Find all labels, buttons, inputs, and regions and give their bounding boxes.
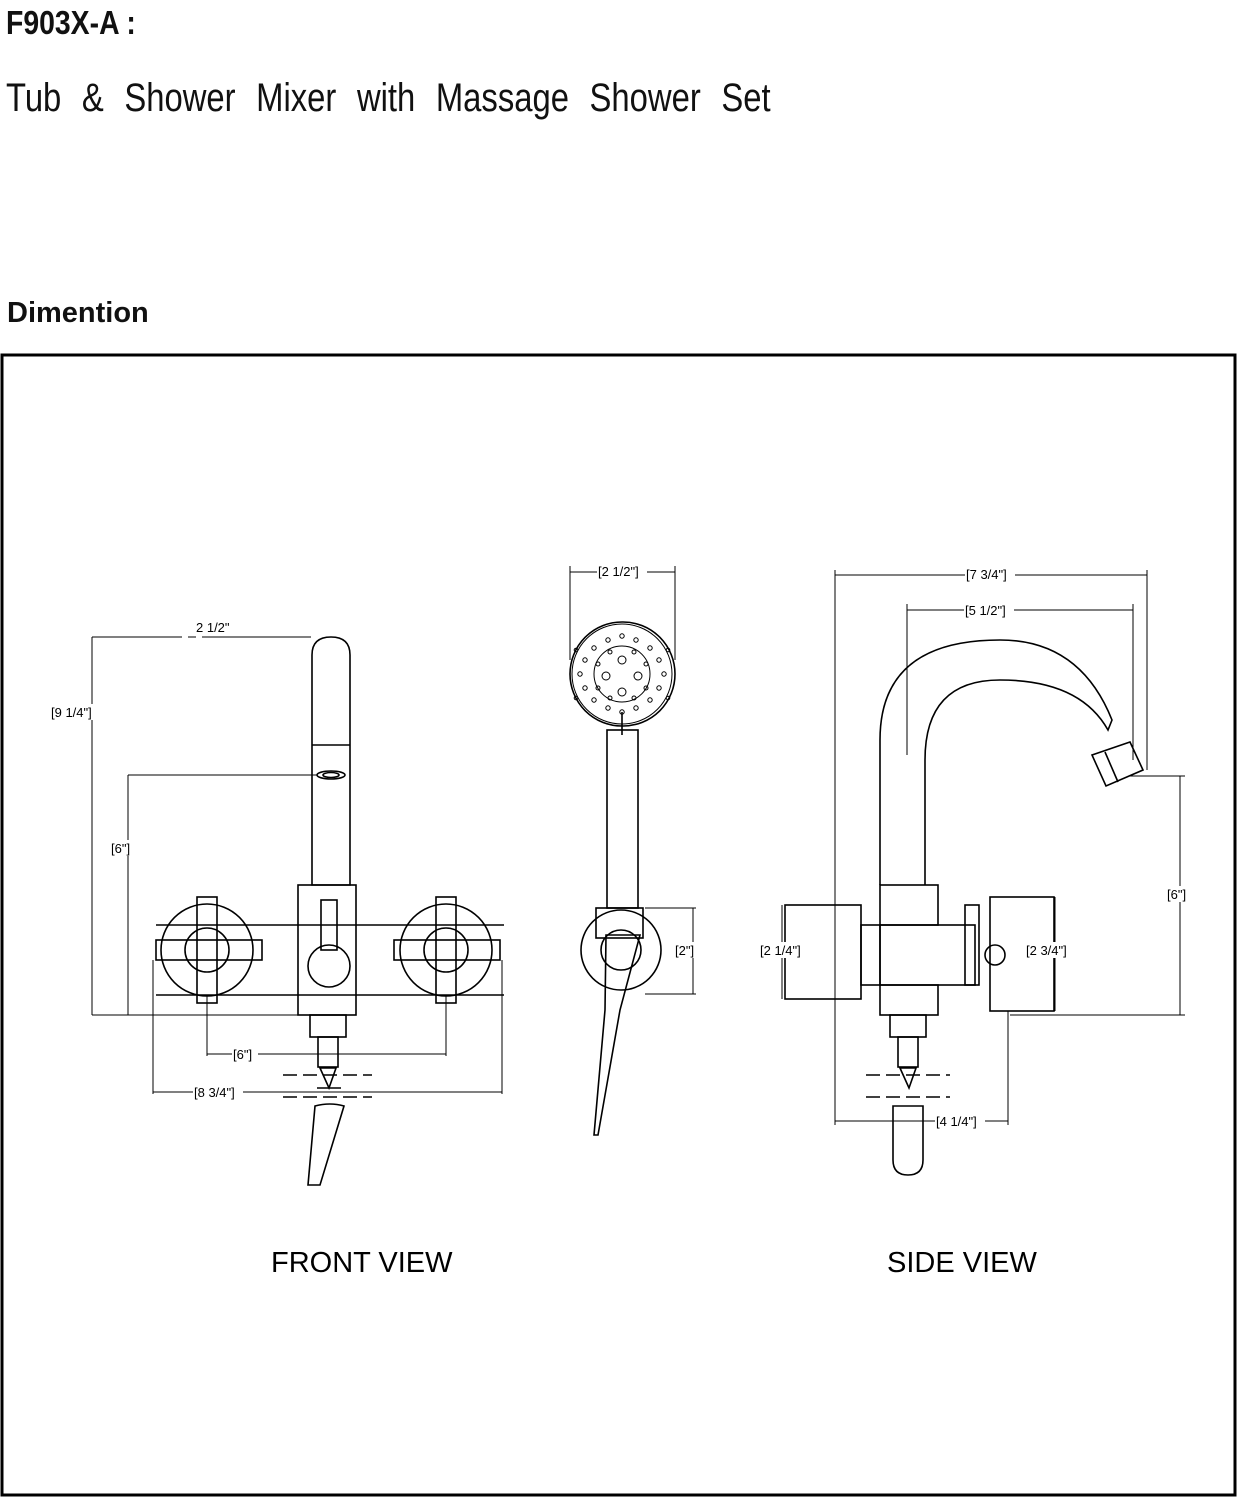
front-hose-nut — [309, 1014, 347, 1038]
front-left-handle-vertical — [196, 896, 218, 1004]
front-dim-total-height: [9 1/4"] — [51, 705, 92, 720]
side-mixer-body — [879, 924, 976, 986]
shower-holder-flange — [580, 909, 662, 991]
side-view — [781, 570, 1185, 1176]
section-title: Dimention — [7, 297, 149, 329]
shower-head — [569, 621, 676, 727]
front-dim-overall-width: [8 3/4"] — [194, 1085, 235, 1100]
side-upper-body — [879, 884, 939, 926]
side-dim-spout-reach: [5 1/2"] — [965, 603, 1006, 618]
shower-handle — [606, 729, 639, 909]
side-view-label: SIDE VIEW — [887, 1247, 1037, 1279]
shower-hose — [593, 934, 642, 1136]
side-hose-nut — [889, 1014, 927, 1038]
hand-shower — [569, 566, 696, 1136]
shower-nozzles — [573, 633, 671, 715]
front-left-handle-horizontal — [155, 939, 263, 961]
front-right-handle-horizontal — [393, 939, 501, 961]
model-number: F903X-A : — [6, 4, 136, 41]
shower-holder — [595, 907, 644, 939]
front-diverter-knob — [307, 944, 351, 988]
side-dim-body-height: [2 3/4"] — [1026, 943, 1067, 958]
hand-shower-labels: [2 1/2"] [2"] — [597, 563, 700, 958]
front-view-label: FRONT VIEW — [271, 1247, 453, 1279]
dimension-drawing: 2 1/2" [9 1/4"] [6"] [6"] [8 3/4"] FRONT… — [0, 353, 1237, 1497]
front-left-flange — [160, 903, 254, 997]
front-right-flange — [399, 903, 493, 997]
front-dim-spout-reach: 2 1/2" — [196, 620, 230, 635]
product-name: Tub & Shower Mixer with Massage Shower S… — [6, 76, 771, 120]
front-dim-outlet-height: [6"] — [111, 841, 130, 856]
side-dim-projection: [4 1/4"] — [936, 1114, 977, 1129]
drawing-frame — [0, 353, 1237, 1497]
side-dim-overall-reach: [7 3/4"] — [966, 567, 1007, 582]
shower-dim-holder-height: [2"] — [675, 943, 694, 958]
side-dim-flange-height: [2 1/4"] — [760, 943, 801, 958]
front-view — [91, 636, 504, 1186]
side-view-labels: [7 3/4"] [5 1/2"] [6"] [2 1/4"] [2 3/4"]… — [759, 566, 1191, 1279]
side-spout-outlet — [1090, 741, 1145, 788]
front-dim-centers: [6"] — [233, 1047, 252, 1062]
front-spout — [311, 636, 351, 886]
side-handle-knob — [984, 944, 1006, 966]
front-view-labels: 2 1/2" [9 1/4"] [6"] [6"] [8 3/4"] FRONT… — [50, 620, 453, 1279]
side-spout — [879, 639, 1113, 885]
front-right-handle-vertical — [435, 896, 457, 1004]
side-dim-spout-height: [6"] — [1167, 887, 1186, 902]
shower-dim-head-width: [2 1/2"] — [598, 564, 639, 579]
